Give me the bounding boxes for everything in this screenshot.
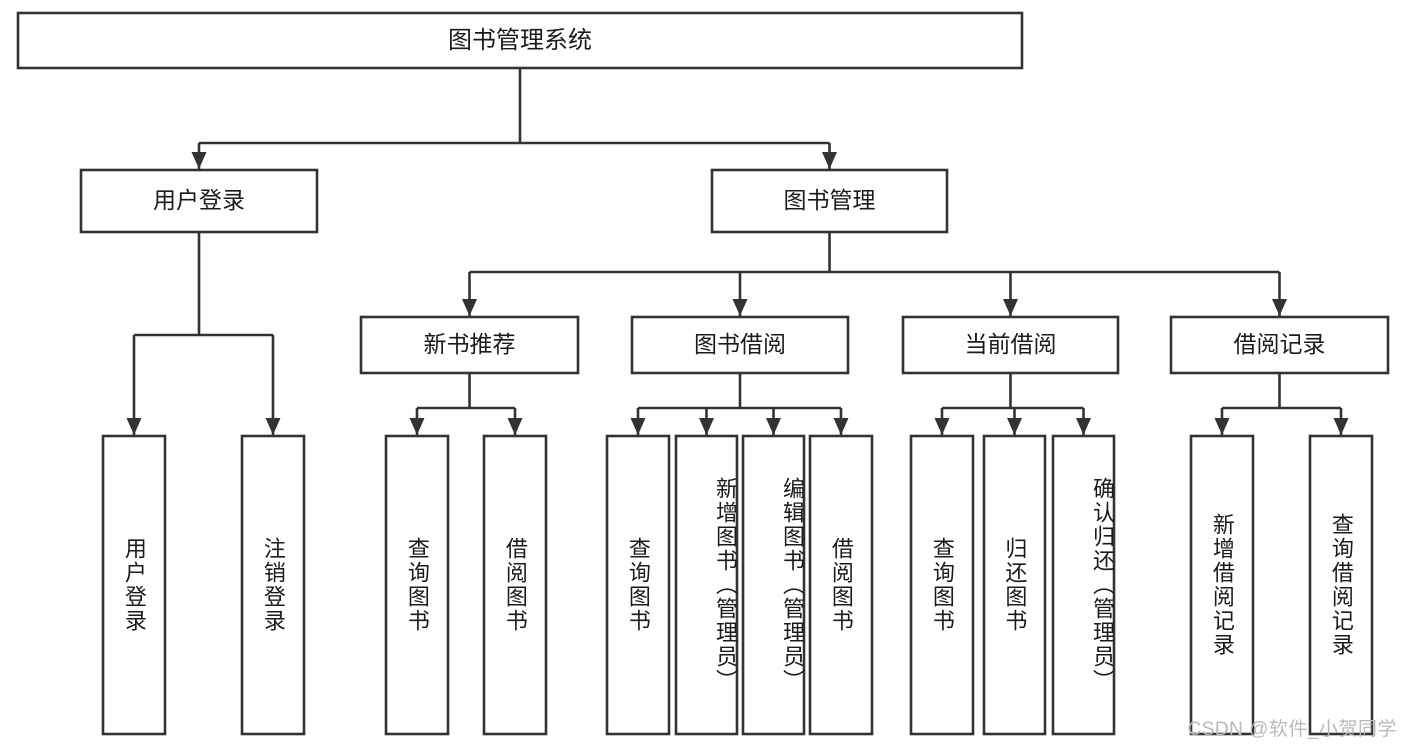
- node-level2-label-1: 图书管理: [784, 187, 876, 213]
- arrow-head-icon: [1003, 299, 1018, 316]
- node-leaf-box-6[interactable]: [741, 434, 806, 736]
- arrow-head-icon: [934, 418, 950, 435]
- arrow-head-icon: [126, 418, 142, 435]
- arrow-head-icon: [630, 418, 646, 435]
- arrow-head-icon: [507, 418, 523, 435]
- node-level2-box-1[interactable]: [710, 168, 949, 234]
- arrow-head-icon: [462, 299, 477, 316]
- node-leaf-box-12[interactable]: [1308, 434, 1374, 736]
- node-root-label: 图书管理系统: [448, 27, 592, 54]
- node-leaf-box-3[interactable]: [482, 434, 548, 736]
- node-leaf-box-1[interactable]: [240, 434, 306, 736]
- node-leaf-box-10[interactable]: [1051, 434, 1116, 736]
- node-leaf-box-11[interactable]: [1189, 434, 1255, 736]
- node-level3-label-0: 新书推荐: [424, 331, 516, 357]
- node-leaf-box-7[interactable]: [808, 434, 874, 736]
- node-leaf-box-8[interactable]: [909, 434, 975, 736]
- arrow-head-icon: [1214, 418, 1230, 435]
- arrow-head-icon: [1076, 418, 1091, 435]
- arrow-head-icon: [1272, 299, 1287, 316]
- node-level3-box-0[interactable]: [359, 315, 580, 375]
- node-level2-label-0: 用户登录: [153, 187, 245, 213]
- watermark: CSDN @软件_小贺同学: [1187, 719, 1397, 740]
- arrow-head-icon: [699, 418, 714, 435]
- node-level3-box-1[interactable]: [630, 315, 850, 375]
- arrow-head-icon: [732, 299, 748, 316]
- node-level3-box-2[interactable]: [901, 315, 1120, 375]
- arrow-head-icon: [409, 418, 425, 435]
- node-level3-label-1: 图书借阅: [694, 331, 786, 357]
- arrow-head-icon: [191, 152, 207, 169]
- node-level3-box-3[interactable]: [1169, 315, 1390, 375]
- node-leaf-box-4[interactable]: [605, 434, 671, 736]
- node-leaf-box-0[interactable]: [101, 434, 167, 736]
- node-level2-box-0[interactable]: [79, 168, 319, 234]
- connector-layer: [126, 68, 1349, 435]
- node-leaf-box-9[interactable]: [982, 434, 1047, 736]
- arrow-head-icon: [822, 152, 837, 169]
- node-leaf-box-2[interactable]: [384, 434, 450, 736]
- arrow-head-icon: [833, 418, 849, 435]
- arrow-head-icon: [1007, 418, 1022, 435]
- arrow-head-icon: [1333, 418, 1349, 435]
- node-level3-label-3: 借阅记录: [1234, 331, 1326, 357]
- node-root-box[interactable]: [16, 11, 1024, 70]
- arrow-head-icon: [265, 418, 281, 435]
- node-leaf-box-5[interactable]: [674, 434, 739, 736]
- arrow-head-icon: [766, 418, 781, 435]
- node-box-layer: [16, 11, 1390, 736]
- node-level3-label-2: 当前借阅: [965, 331, 1057, 357]
